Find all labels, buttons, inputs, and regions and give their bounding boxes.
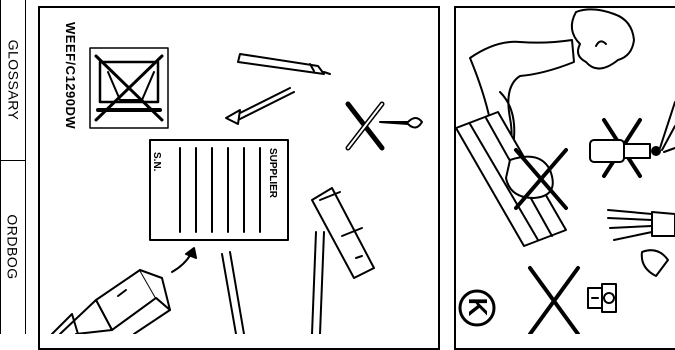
no-hose-icon xyxy=(608,210,675,276)
illustration-art xyxy=(0,0,675,334)
serial-number-label: S.N. xyxy=(151,152,162,171)
crossed-out-wheelie-bin-icon xyxy=(90,48,168,128)
model-code: WEEF/C1290DW xyxy=(63,22,78,129)
curved-arrow-icon xyxy=(172,248,196,272)
supplier-label: SUPPLIER xyxy=(267,148,278,198)
remote-control-icon xyxy=(312,188,374,278)
boxes-icon xyxy=(52,270,170,334)
no-tools-icon xyxy=(348,104,422,148)
no-wash-icon xyxy=(530,268,616,334)
manual-page: GLOSSARY ORDBOG xyxy=(0,0,675,334)
section-badge-k: K xyxy=(463,294,493,320)
no-spray-icon xyxy=(590,102,675,176)
pen-icon xyxy=(238,54,330,74)
cable-lines xyxy=(222,232,324,334)
arrow-icon xyxy=(226,88,294,124)
